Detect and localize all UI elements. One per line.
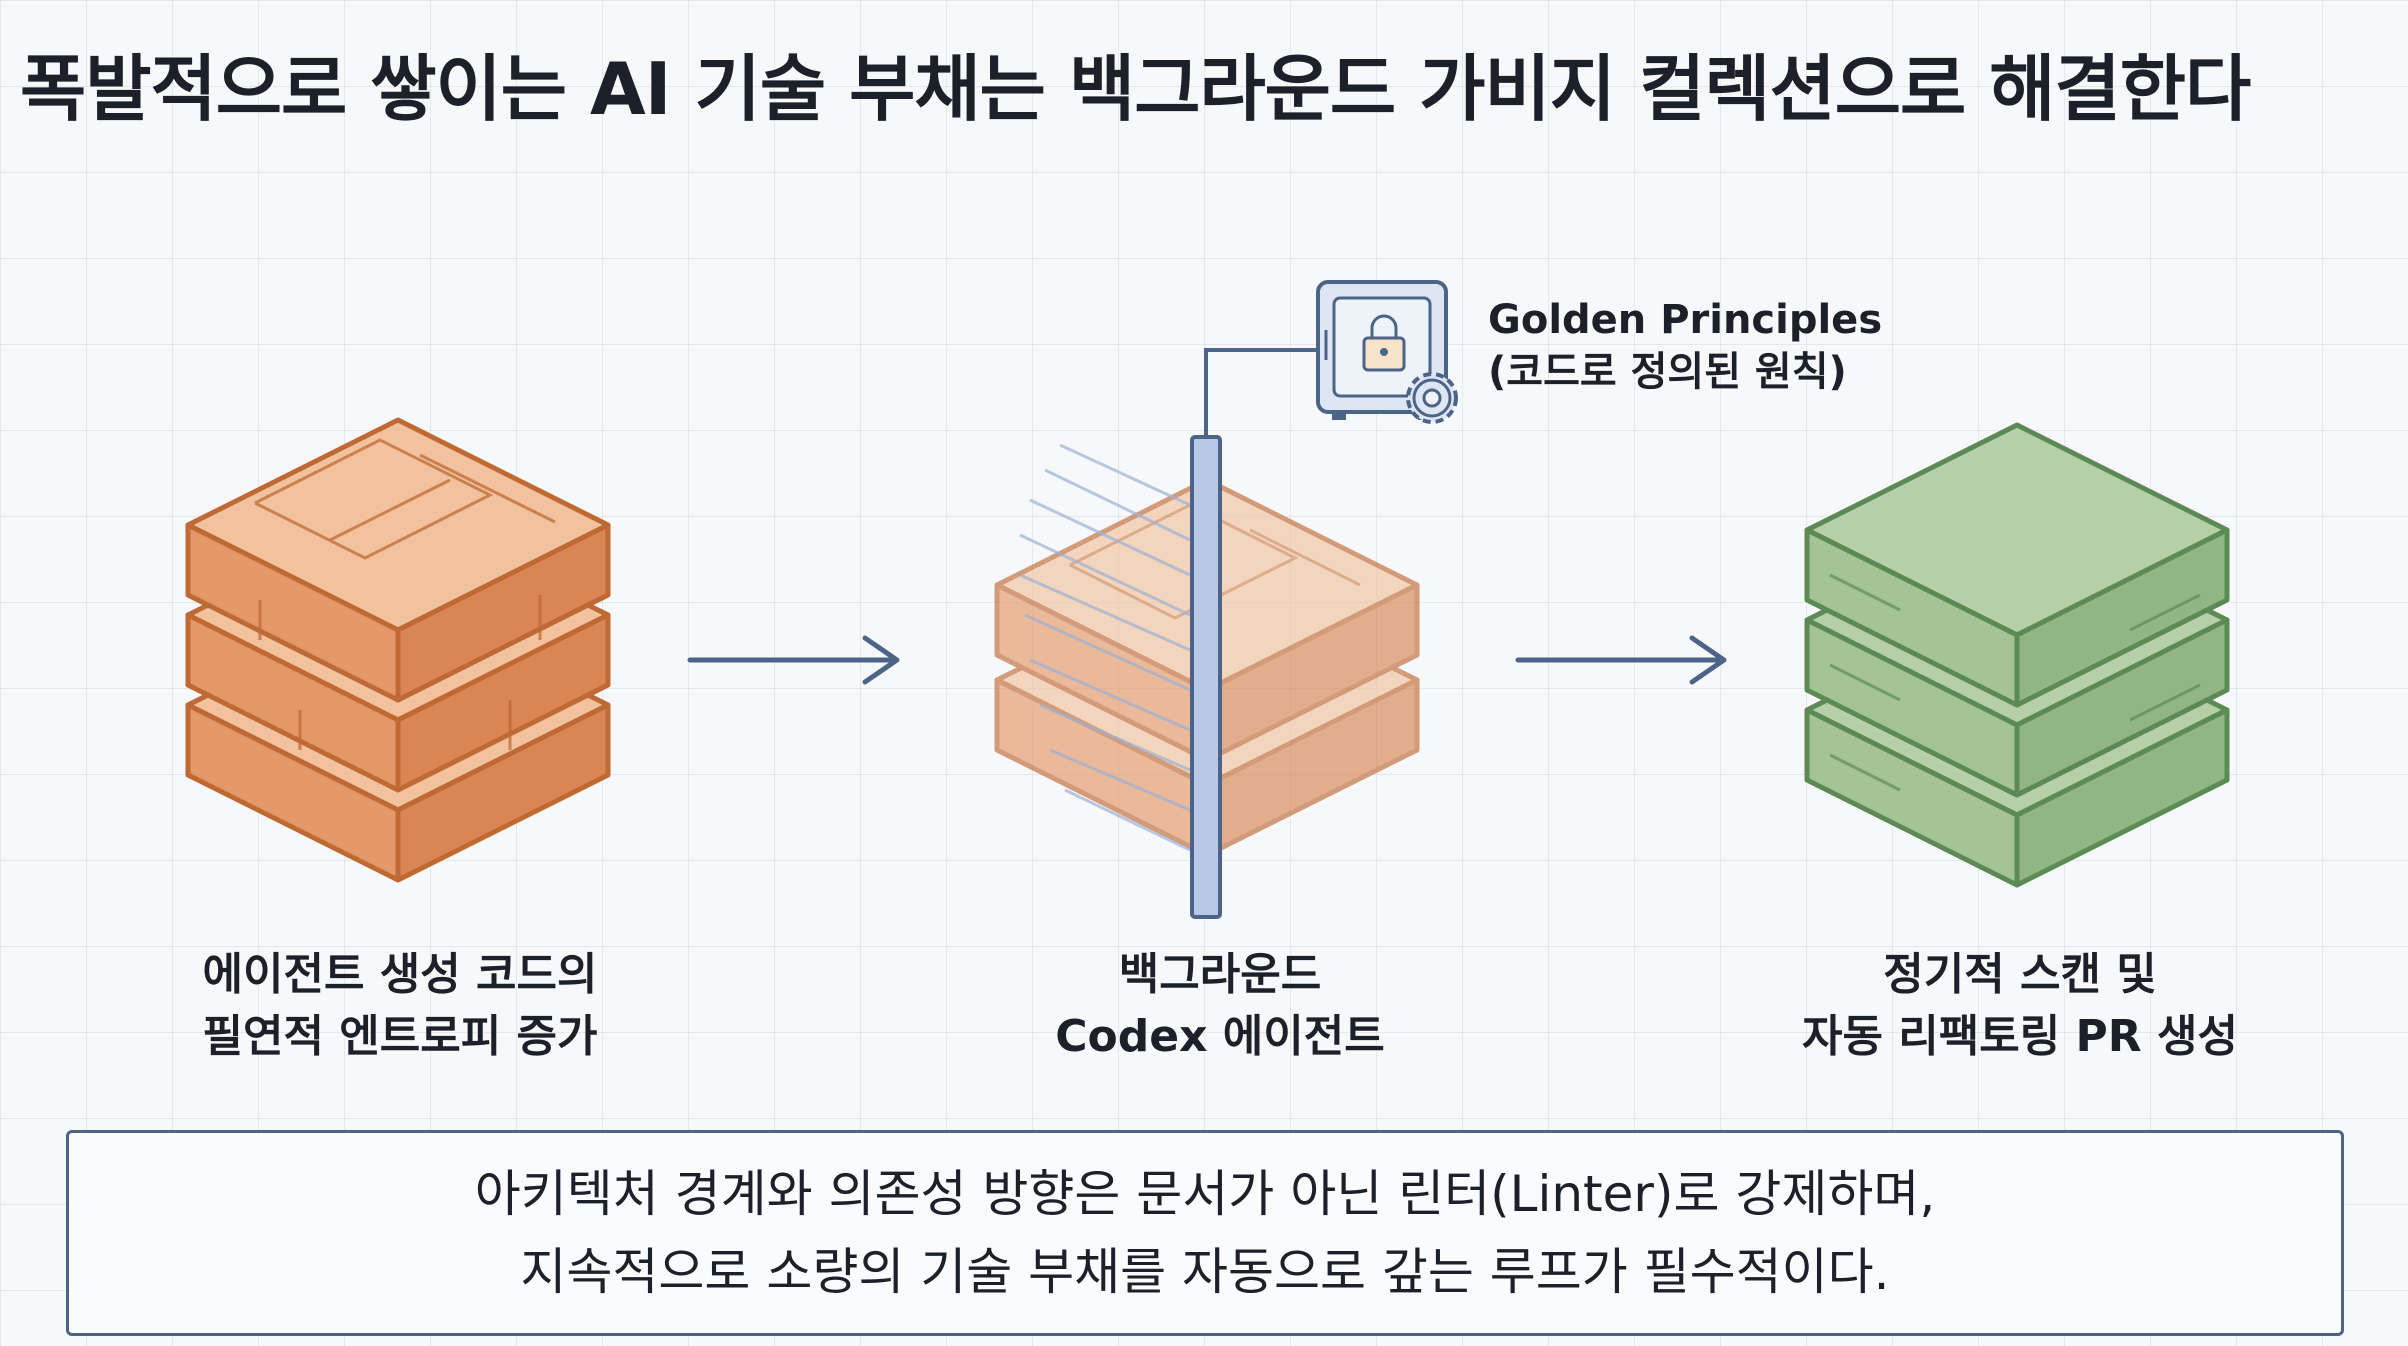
principles-description: (코드로 정의된 원칙)	[1488, 349, 1847, 395]
golden-principles-label: Golden Principles (코드로 정의된 원칙)	[1488, 294, 1882, 398]
arrow-right-icon	[1515, 635, 1727, 685]
stage-caption-line: 백그라운드	[1118, 949, 1322, 1000]
page-title: 폭발적으로 쌓이는 AI 기술 부채는 백그라운드 가비지 컬렉션으로 해결한다	[20, 47, 2251, 131]
stage-caption-line: 에이전트 생성 코드의	[202, 949, 598, 1000]
gear-icon	[1406, 372, 1458, 424]
stage-caption-entropy: 에이전트 생성 코드의 필연적 엔트로피 증가	[140, 944, 660, 1068]
stage-caption-codex-agent: 백그라운드 Codex 에이전트	[960, 944, 1480, 1068]
green-clean-stack	[1807, 425, 2227, 885]
arrow-right-icon	[687, 635, 900, 685]
principles-name: Golden Principles	[1488, 297, 1883, 343]
speed-lines	[1019, 443, 1191, 852]
summary-line: 지속적으로 소량의 기술 부채를 자동으로 갚는 루프가 필수적이다.	[520, 1243, 1890, 1301]
stage-caption-line: 자동 리팩토링 PR 생성	[1802, 1011, 2238, 1062]
filter-bar	[1190, 348, 1335, 919]
summary-box: 아키텍처 경계와 의존성 방향은 문서가 아닌 린터(Linter)로 강제하며…	[66, 1130, 2344, 1336]
stage-caption-line: 필연적 엔트로피 증가	[202, 1011, 598, 1062]
stage-caption-refactoring: 정기적 스캔 및 자동 리팩토링 PR 생성	[1750, 944, 2290, 1068]
faded-code-stack	[997, 480, 1417, 855]
stage-caption-line: 정기적 스캔 및	[1883, 949, 2157, 1000]
summary-line: 아키텍처 경계와 의존성 방향은 문서가 아닌 린터(Linter)로 강제하며…	[474, 1165, 1936, 1223]
stage-caption-line: Codex 에이전트	[1055, 1011, 1385, 1062]
orange-code-stack	[188, 420, 608, 880]
